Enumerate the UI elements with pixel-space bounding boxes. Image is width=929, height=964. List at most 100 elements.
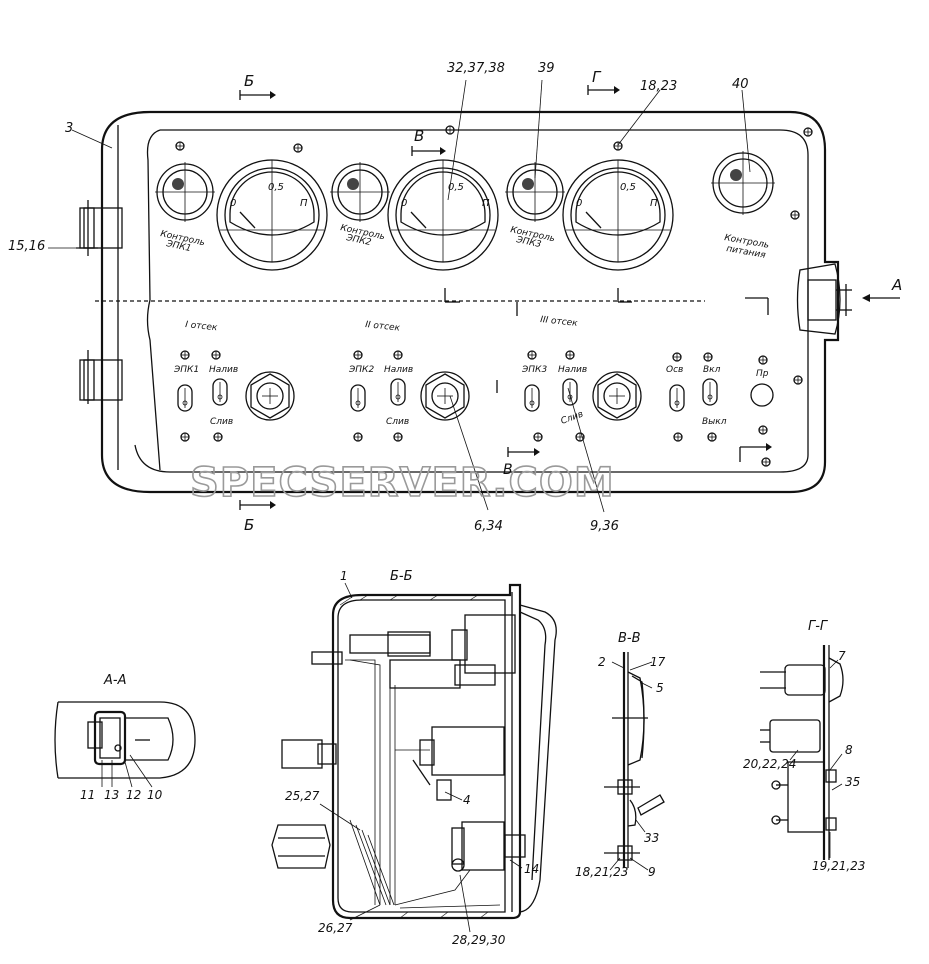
screw-icon (758, 425, 768, 435)
compartment-1-label: I отсек (185, 320, 219, 333)
screw-icon (565, 350, 575, 360)
switch-drain-2-label: Слив (386, 417, 409, 427)
section-mark-b-top: Б (244, 72, 254, 90)
switch-on-label: Вкл (703, 365, 721, 375)
gauge2-zero-label: 0 (401, 198, 407, 209)
gauge1-half-label: 0,5 (268, 182, 284, 193)
screw-icon (180, 432, 190, 442)
button-pr (750, 383, 774, 407)
view-gg-callout-20-22-24: 20,22,24 (743, 757, 796, 771)
control-panel-view: 0 0,5 П 0 0,5 П 0 0,5 П Контроль ЭПК1 Ко… (8, 61, 902, 534)
panel-housing-outline (100, 110, 840, 494)
switch-epk2-label: ЭПК2 (348, 365, 374, 375)
hinge-top (76, 200, 123, 256)
callout-32-37-38: 32,37,38 (447, 61, 505, 76)
view-bb-callout-25-27: 25,27 (285, 789, 320, 803)
switch-fill-3-label: Налив (558, 365, 587, 375)
valve-3 (592, 371, 642, 421)
toggle-switches (177, 378, 718, 412)
view-gg-callout-19-21-23: 19,21,23 (812, 859, 865, 873)
screw-icon (758, 355, 768, 365)
screw-icon (673, 432, 683, 442)
compartment-3-label: III отсек (540, 315, 579, 329)
screw-icon (527, 350, 537, 360)
callout-9-36: 9,36 (590, 519, 619, 534)
toggle-switch-icon (524, 384, 540, 412)
callout-39: 39 (538, 61, 555, 76)
view-bb-title: Б-Б (390, 569, 413, 584)
view-gg-callout-35: 35 (845, 775, 860, 789)
screw-icon (672, 352, 682, 362)
toggle-switch-icon (702, 378, 718, 406)
screw-icon (213, 432, 223, 442)
screw-icon (180, 350, 190, 360)
screw-icon (575, 432, 585, 442)
view-gg-title: Г-Г (808, 619, 829, 634)
view-vv-callout-18-21-23: 18,21,23 (575, 865, 628, 879)
switch-epk3-label: ЭПК3 (521, 365, 547, 375)
valve-1 (245, 371, 295, 421)
side-connector (796, 263, 852, 335)
mounting-screws (175, 125, 813, 467)
gauge3-full-label: П (650, 198, 658, 209)
toggle-switch-icon (562, 378, 578, 406)
gauge3-half-label: 0,5 (620, 182, 636, 193)
view-vv-callout-33: 33 (644, 831, 659, 845)
indicator-epk1 (155, 162, 215, 222)
section-mark-g: Г (592, 68, 602, 86)
toggle-switch-icon (669, 384, 685, 412)
compartment-2-label: II отсек (365, 320, 401, 334)
panel-cover-edge (146, 129, 161, 471)
view-bb-callout-1: 1 (340, 569, 348, 583)
switch-pr-label: Пр (756, 369, 769, 379)
callout-15-16: 15,16 (8, 239, 45, 254)
callout-18-23: 18,23 (640, 79, 677, 94)
gauge1-zero-label: 0 (230, 198, 236, 209)
screw-icon (703, 352, 713, 362)
gauge3-zero-label: 0 (576, 198, 582, 209)
view-gg (760, 645, 844, 860)
view-bb-callout-26-27: 26,27 (318, 921, 353, 935)
view-vv-callout-2: 2 (598, 655, 606, 669)
leader-lines (48, 79, 751, 513)
view-bb-callout-4: 4 (463, 793, 471, 807)
view-vv-callout-5: 5 (656, 681, 664, 695)
screw-icon (790, 210, 800, 220)
gauge-1 (216, 159, 328, 271)
switch-fill-1-label: Налив (209, 365, 238, 375)
view-bb-callout-28-29-30: 28,29,30 (452, 933, 506, 947)
screw-icon (793, 375, 803, 385)
section-mark-a: А (891, 276, 902, 294)
switch-fill-2-label: Налив (384, 365, 413, 375)
screw-icon (353, 350, 363, 360)
gauge-2 (387, 159, 499, 271)
screw-icon (613, 141, 623, 151)
callout-6-34: 6,34 (474, 519, 503, 534)
view-aa-callout-10: 10 (147, 788, 163, 802)
toggle-switch-icon (390, 378, 406, 406)
screw-icon (393, 432, 403, 442)
switch-epk1-label: ЭПК1 (173, 365, 199, 375)
switch-drain-3-label: Слив (560, 409, 585, 426)
view-aa-callout-11: 11 (80, 788, 95, 802)
indicator-power (711, 151, 775, 215)
gauge2-full-label: П (482, 198, 490, 209)
toggle-switch-icon (350, 384, 366, 412)
toggle-switch-icon (212, 378, 228, 406)
indicator-epk3 (505, 162, 565, 222)
view-vv (604, 652, 665, 871)
view-vv-title: В-В (618, 631, 641, 646)
screw-icon (707, 432, 717, 442)
view-bb (271, 583, 557, 920)
callout-40: 40 (732, 77, 749, 92)
valve-2 (420, 371, 470, 421)
view-aa-callout-12: 12 (126, 788, 141, 802)
view-aa-title: А-А (103, 673, 126, 688)
hinge-bottom (79, 350, 123, 404)
screw-icon (353, 432, 363, 442)
view-aa-callout-13: 13 (104, 788, 119, 802)
view-aa (54, 701, 196, 788)
screw-icon (211, 350, 221, 360)
screw-icon (761, 457, 771, 467)
